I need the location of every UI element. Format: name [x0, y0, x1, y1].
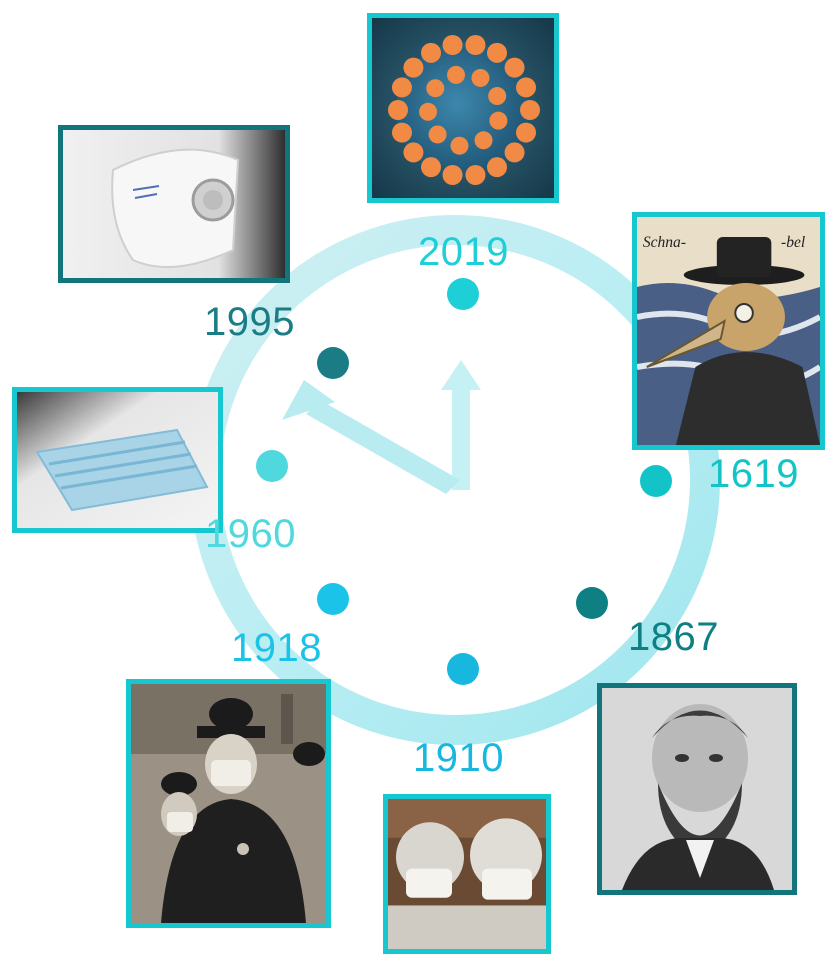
svg-text:-bel: -bel: [781, 234, 806, 251]
clock-dot-2019: [447, 278, 479, 310]
photo-1867-portrait: [597, 683, 797, 895]
clock-dot-1960: [256, 450, 288, 482]
minute-hand: [441, 360, 481, 490]
plague-doctor-icon: Schna- -bel: [637, 217, 820, 445]
clock-dot-1910: [447, 653, 479, 685]
year-label-1995: 1995: [204, 302, 295, 342]
surgical-mask-icon: [17, 392, 218, 528]
bearded-man-portrait-icon: [602, 688, 792, 890]
coronavirus-icon: [372, 18, 554, 198]
svg-text:Schna-: Schna-: [643, 234, 686, 251]
clock-dot-1918: [317, 583, 349, 615]
hour-hand: [282, 380, 460, 494]
year-label-1619: 1619: [708, 454, 799, 494]
year-label-2019: 2019: [418, 232, 509, 272]
year-label-1867: 1867: [628, 617, 719, 657]
year-label-1910: 1910: [413, 738, 504, 778]
year-label-1960: 1960: [205, 514, 296, 554]
photo-2019-coronavirus: [367, 13, 559, 203]
masked-policemen-icon: [131, 684, 326, 923]
clock-dot-1867: [576, 587, 608, 619]
year-label-1918: 1918: [231, 628, 322, 668]
photo-1918-policemen: [126, 679, 331, 928]
photo-1910-nurses: [383, 794, 551, 954]
clock-dot-1619: [640, 465, 672, 497]
photo-1995-n95-respirator: [58, 125, 290, 283]
photo-1960-surgical-mask: [12, 387, 223, 533]
photo-1619-plague-doctor: Schna- -bel: [632, 212, 825, 450]
clock-dot-1995: [317, 347, 349, 379]
n95-respirator-icon: [63, 130, 285, 278]
masked-nurses-icon: [388, 799, 546, 949]
